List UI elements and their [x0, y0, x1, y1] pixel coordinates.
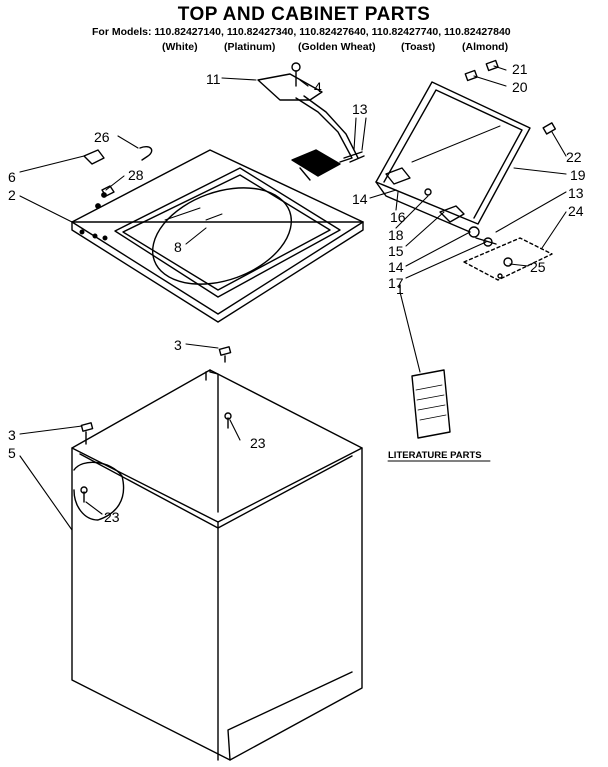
diagram-title: TOP AND CABINET PARTS	[177, 4, 431, 25]
callout-16: 16	[390, 209, 406, 225]
callout-17: 17	[388, 275, 404, 291]
callout-15: 15	[388, 243, 404, 259]
callout-28: 28	[128, 167, 144, 183]
lid-bumpers	[464, 59, 557, 135]
callout-26: 26	[94, 129, 110, 145]
color-platinum: (Platinum)	[224, 41, 276, 53]
cabinet-screws	[80, 346, 232, 503]
callout-8: 8	[174, 239, 182, 255]
callout-23-upper: 23	[250, 435, 266, 451]
color-toast: (Toast)	[401, 41, 436, 53]
literature-parts-label: LITERATURE PARTS	[388, 450, 482, 461]
clips	[83, 146, 153, 197]
leader-lines	[19, 65, 567, 531]
literature-booklet	[411, 369, 451, 439]
callout-23-lower: 23	[104, 509, 120, 525]
washer-cabinet	[71, 369, 363, 761]
callout-19: 19	[570, 167, 586, 183]
callout-14-top: 14	[352, 191, 368, 207]
callout-14-bottom: 14	[388, 259, 404, 275]
callout-11: 11	[206, 71, 221, 87]
callout-5: 5	[8, 445, 16, 461]
color-almond: (Almond)	[462, 41, 509, 53]
models-line: For Models: 110.82427140, 110.82427340, …	[92, 26, 511, 38]
color-golden-wheat: (Golden Wheat)	[298, 41, 376, 53]
callout-3-upper: 3	[174, 337, 182, 353]
callout-22: 22	[566, 149, 582, 165]
screws-13	[343, 151, 365, 163]
callout-2: 2	[8, 187, 16, 203]
callout-13-right: 13	[568, 185, 584, 201]
callout-1: 1	[396, 281, 404, 297]
callout-24: 24	[568, 203, 584, 219]
hinge-plate	[463, 237, 553, 281]
callout-18: 18	[388, 227, 404, 243]
callout-13-top: 13	[352, 101, 368, 117]
color-white: (White)	[162, 41, 198, 53]
lid-switch-assembly	[257, 73, 359, 181]
screw-4	[291, 62, 301, 87]
callout-3-lower: 3	[8, 427, 16, 443]
callout-20: 20	[512, 79, 528, 95]
washer-top-panel	[71, 149, 364, 323]
callout-4: 4	[314, 79, 322, 95]
callout-21: 21	[512, 61, 528, 77]
callout-25: 25	[530, 259, 546, 275]
lid-hinge	[439, 205, 497, 247]
callout-6: 6	[8, 169, 16, 185]
